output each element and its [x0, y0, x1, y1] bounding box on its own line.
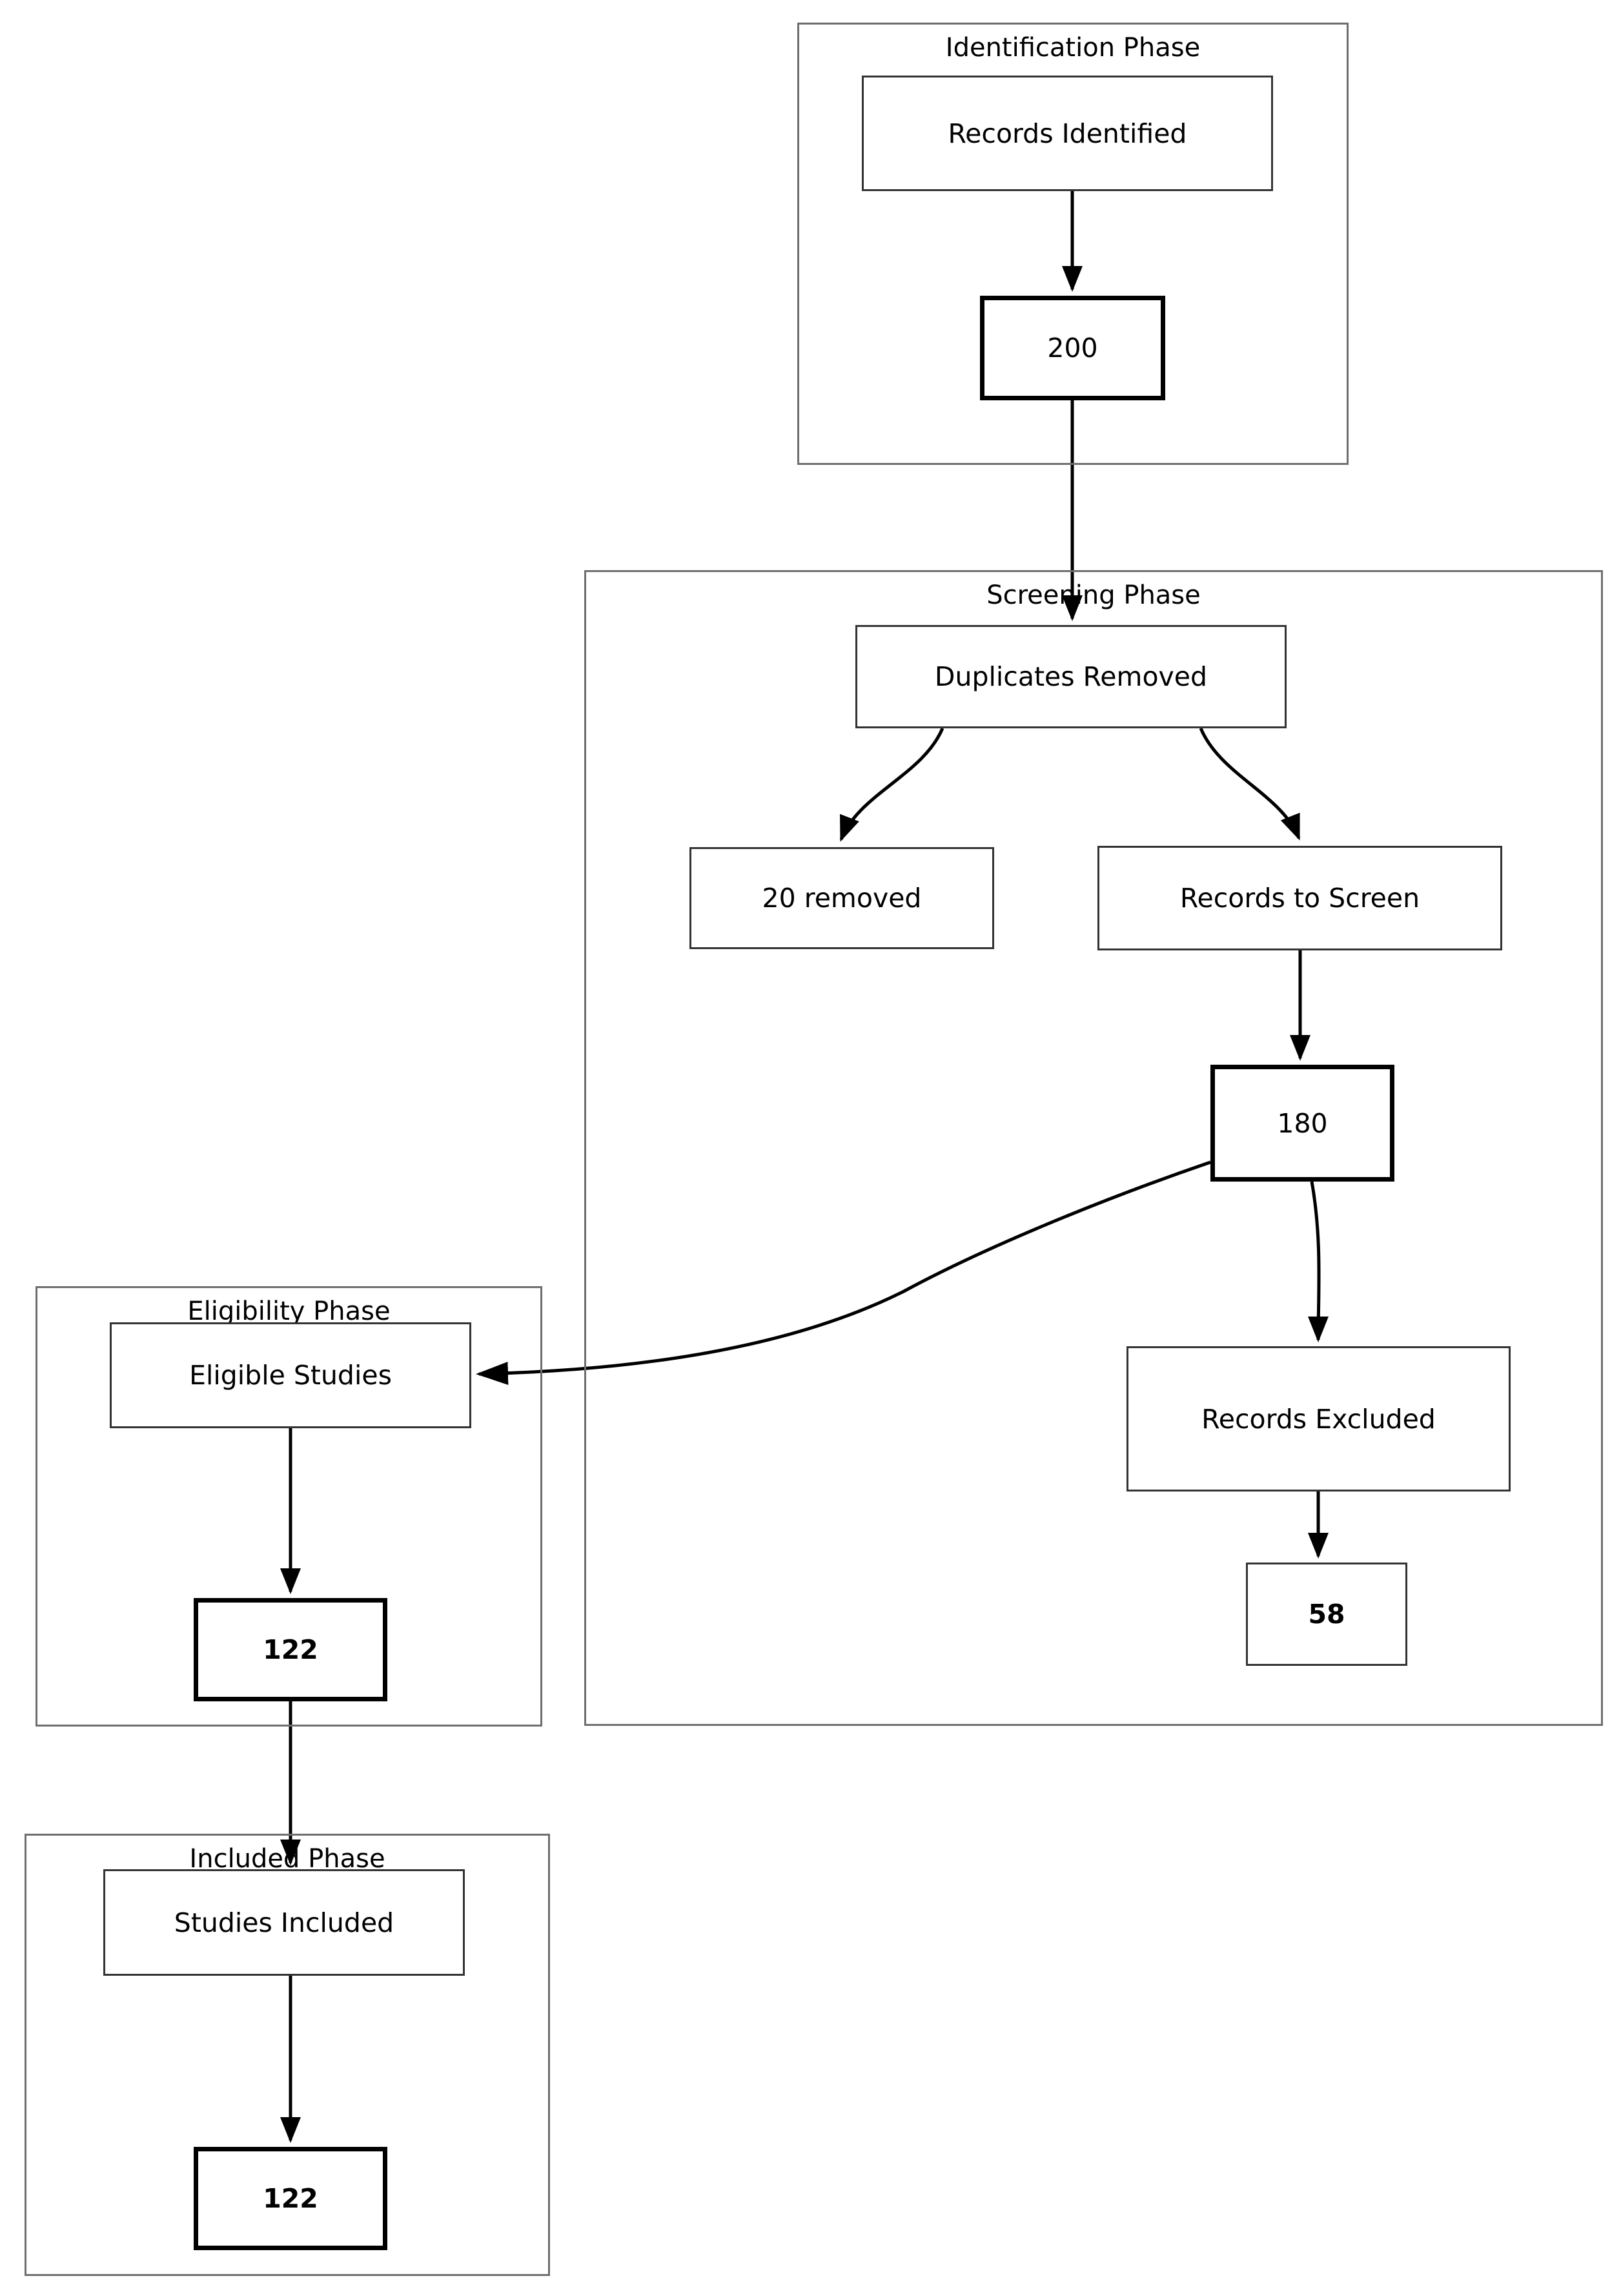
node-count-180[interactable]: 180: [1210, 1065, 1394, 1182]
node-label-duplicates-removed: Duplicates Removed: [934, 661, 1208, 692]
node-duplicates-removed[interactable]: Duplicates Removed: [855, 625, 1287, 728]
node-studies-included[interactable]: Studies Included: [103, 1869, 465, 1976]
node-label-count-58: 58: [1308, 1599, 1345, 1630]
node-label-records-excluded: Records Excluded: [1201, 1403, 1436, 1435]
cluster-screening-phase: Screening Phase: [584, 570, 1603, 1726]
node-removed-20[interactable]: 20 removed: [689, 847, 994, 949]
node-label-records-to-screen: Records to Screen: [1179, 883, 1420, 914]
cluster-label-screening-phase: Screening Phase: [986, 580, 1201, 610]
cluster-identification-phase: Identification Phase: [797, 23, 1349, 465]
node-label-count-180: 180: [1277, 1107, 1328, 1139]
node-label-count-122-included: 122: [263, 2183, 318, 2214]
node-label-count-200: 200: [1047, 333, 1098, 364]
node-count-122-included[interactable]: 122: [194, 2147, 387, 2250]
cluster-label-included-phase: Included Phase: [189, 1844, 385, 1874]
node-label-removed-20: 20 removed: [762, 883, 922, 914]
cluster-label-eligibility-phase: Eligibility Phase: [187, 1297, 391, 1326]
node-label-records-identified: Records Identified: [948, 118, 1187, 149]
node-records-excluded[interactable]: Records Excluded: [1127, 1346, 1511, 1491]
cluster-eligibility-phase: Eligibility Phase: [36, 1286, 542, 1727]
node-eligible-studies[interactable]: Eligible Studies: [110, 1322, 471, 1428]
cluster-label-identification-phase: Identification Phase: [945, 33, 1201, 63]
node-records-identified[interactable]: Records Identified: [862, 76, 1273, 191]
node-count-200[interactable]: 200: [980, 296, 1165, 400]
node-label-count-122-eligibility: 122: [263, 1634, 318, 1665]
node-label-studies-included: Studies Included: [174, 1907, 394, 1938]
node-count-58[interactable]: 58: [1246, 1563, 1407, 1666]
cluster-included-phase: Included Phase: [25, 1834, 550, 2276]
node-records-to-screen[interactable]: Records to Screen: [1097, 846, 1502, 950]
node-count-122-eligibility[interactable]: 122: [194, 1598, 387, 1701]
node-label-eligible-studies: Eligible Studies: [189, 1360, 392, 1391]
